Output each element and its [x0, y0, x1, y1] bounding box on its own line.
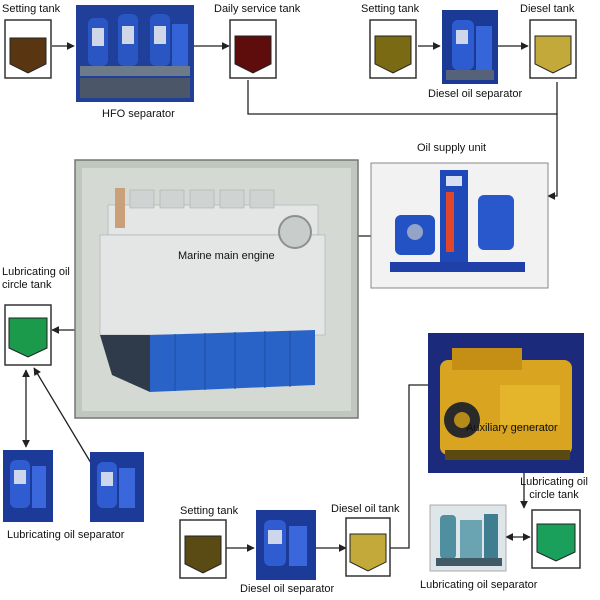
label-oil-supply-unit: Oil supply unit: [417, 142, 487, 154]
lubricating-oil-separator-right-image: [429, 504, 507, 572]
label-diesel-oil-tank-bottom: Diesel oil tank: [331, 503, 400, 515]
setting-tank-diesel-top: [369, 19, 417, 79]
diesel-oil-separator-top-image: [442, 10, 498, 84]
label-auxiliary-generator: Auxiliary generator: [466, 422, 558, 434]
lubricating-oil-separator-left-b-image: [90, 452, 144, 522]
label-marine-main-engine: Marine main engine: [178, 250, 275, 262]
label-lubricating-oil-separator-right: Lubricating oil separator: [420, 579, 538, 591]
daily-service-tank: [229, 19, 277, 79]
label-lubricating-oil-circle-tank-right: Lubricating oil circle tank: [520, 476, 588, 501]
oil-supply-unit-image: [370, 162, 549, 289]
arrow-lube-tank-sep-b: [33, 367, 101, 479]
lubricating-oil-circle-tank-right: [531, 509, 581, 569]
diesel-tank-top: [529, 19, 577, 79]
label-daily-service-tank: Daily service tank: [214, 3, 301, 15]
hfo-separator-image: [76, 5, 194, 102]
label-setting-tank-hfo: Setting tank: [2, 3, 61, 15]
diesel-oil-tank-bottom: [345, 517, 391, 577]
label-diesel-oil-separator-bottom: Diesel oil separator: [240, 583, 335, 595]
setting-tank-bottom: [179, 519, 227, 579]
label-hfo-separator: HFO separator: [102, 108, 175, 120]
auxiliary-generator-image: [428, 333, 584, 473]
label-lubricating-oil-circle-tank-left: Lubricating oil circle tank: [2, 266, 70, 291]
label-setting-tank-bottom: Setting tank: [180, 505, 239, 517]
label-diesel-oil-separator-top: Diesel oil separator: [428, 88, 523, 100]
label-diesel-tank-top: Diesel tank: [520, 3, 575, 15]
lubricating-oil-circle-tank-left: [4, 304, 52, 366]
setting-tank-hfo: [4, 19, 52, 79]
diesel-oil-separator-bottom-image: [256, 510, 316, 580]
label-setting-tank-diesel-top: Setting tank: [361, 3, 420, 15]
lubricating-oil-separator-left-a-image: [3, 450, 53, 522]
marine-main-engine-image: [74, 159, 359, 419]
label-lubricating-oil-separator-left: Lubricating oil separator: [7, 529, 125, 541]
